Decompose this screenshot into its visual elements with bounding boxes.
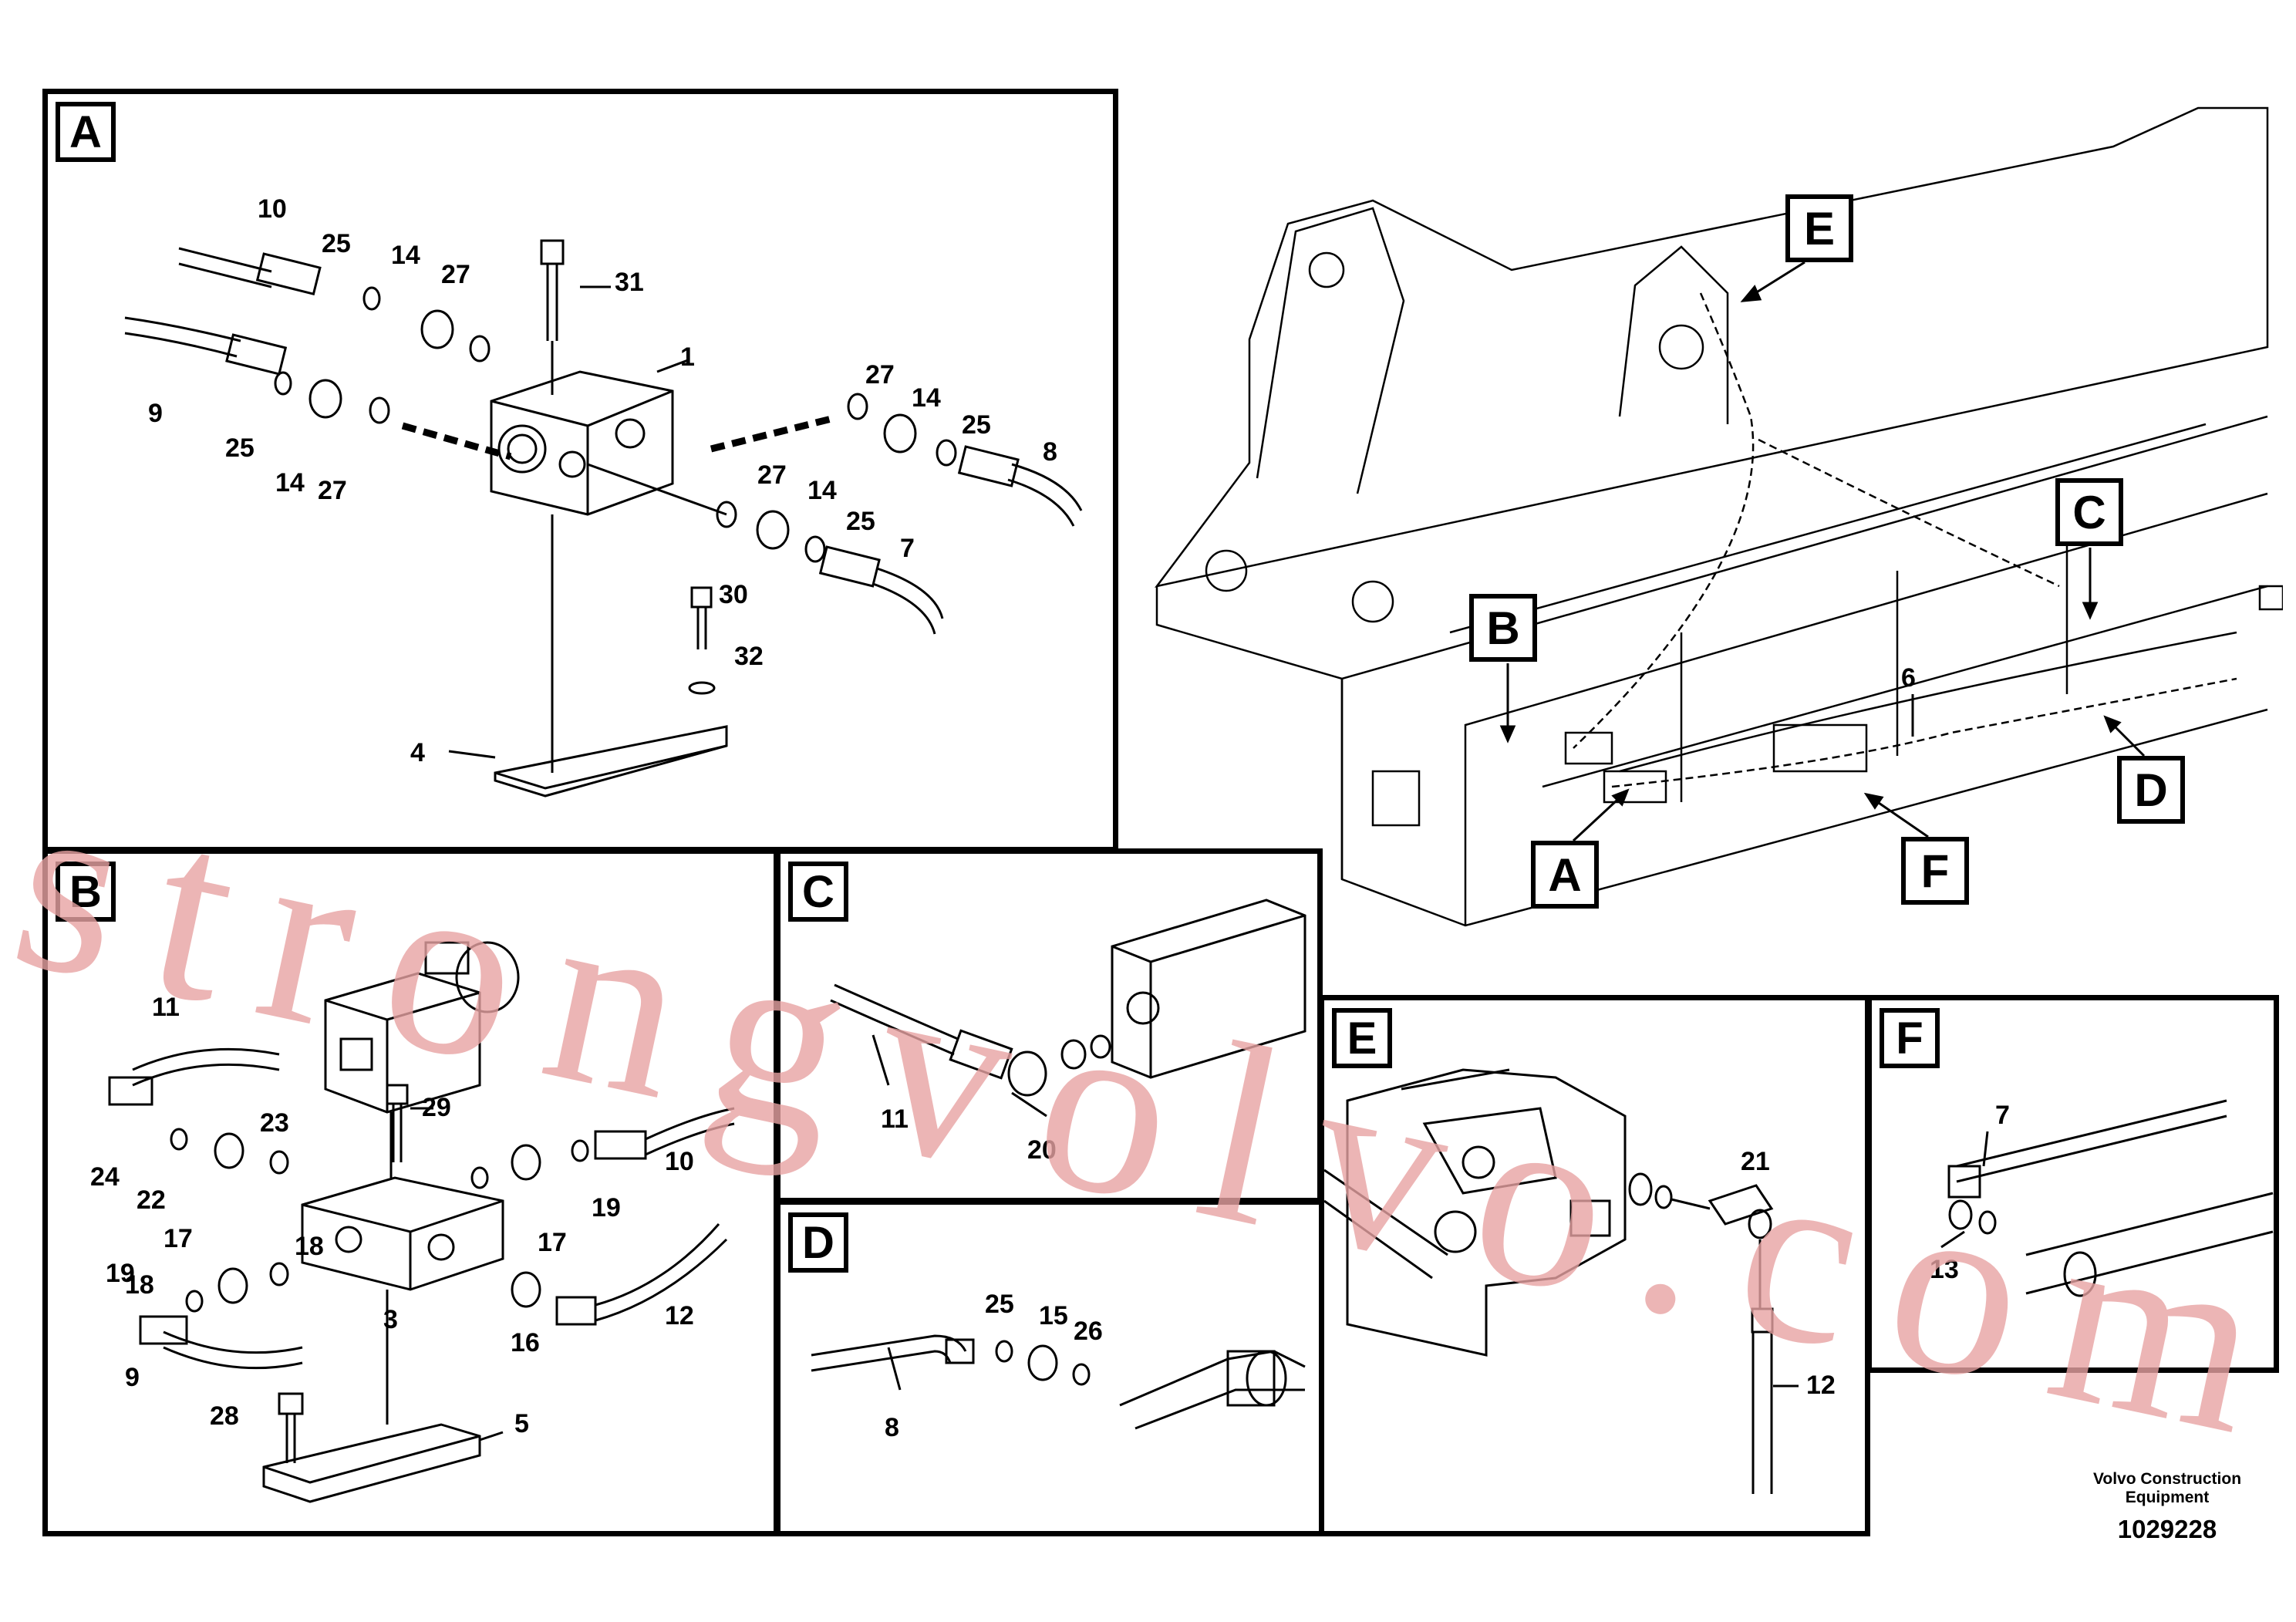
overview-callout-a: A — [1531, 841, 1599, 909]
detail-panel-b: B — [42, 848, 779, 1536]
panel-b-part-label: 23 — [260, 1108, 289, 1138]
panel-b-part-label: 9 — [125, 1363, 140, 1392]
panel-a-part-label: 14 — [912, 383, 941, 413]
panel-a-part-label: 31 — [615, 268, 644, 297]
panel-b-part-label: 3 — [383, 1305, 398, 1334]
panel-f-drawing: 7 13 — [1930, 1099, 2274, 1297]
detail-panel-c: C 11 20 — [775, 848, 1323, 1203]
panel-a-part-label: 27 — [865, 360, 895, 389]
panel-e-part-label: 21 — [1741, 1147, 1770, 1176]
detail-panel-a: A — [42, 89, 1118, 852]
panel-b-part-label: 22 — [137, 1185, 166, 1215]
panel-b-part-label: 17 — [538, 1228, 567, 1257]
panel-a-part-label: 4 — [410, 738, 425, 767]
overview-callout-d: D — [2117, 756, 2185, 824]
panel-b-part-label: 10 — [665, 1147, 694, 1176]
panel-letter-e: E — [1332, 1008, 1392, 1068]
panel-b-part-label: 18 — [125, 1270, 154, 1300]
panel-a-part-label: 1 — [680, 342, 695, 372]
panel-b-part-label: 18 — [295, 1232, 324, 1261]
panel-b-part-label: 12 — [665, 1301, 694, 1330]
panel-b-part-label: 19 — [106, 1259, 135, 1288]
panel-b-part-label: 16 — [511, 1328, 540, 1357]
panel-a-part-label: 25 — [322, 229, 351, 258]
panel-f-part-label: 13 — [1930, 1255, 1959, 1284]
overview-callout-f: F — [1901, 837, 1969, 905]
panel-letter-d: D — [788, 1212, 848, 1273]
panel-b-part-label: 24 — [90, 1162, 120, 1192]
panel-b-part-label: 28 — [210, 1401, 239, 1431]
panel-letter-c: C — [788, 862, 848, 922]
panel-a-part-label: 27 — [318, 476, 347, 505]
panel-d-part-label: 25 — [985, 1290, 1014, 1319]
panel-d-part-label: 8 — [885, 1413, 899, 1442]
panel-d-part-label: 26 — [1074, 1317, 1103, 1346]
panel-a-part-label: 25 — [225, 433, 255, 463]
detail-panel-e: E 21 12 — [1319, 995, 1870, 1536]
overview-frame-drawing — [1154, 106, 2283, 927]
document-number: 1029228 — [2117, 1515, 2217, 1543]
panel-a-part-label: 25 — [962, 410, 991, 440]
panel-a-part-label: 30 — [719, 580, 748, 609]
panel-c-drawing: 11 20 — [830, 899, 1306, 1165]
overview-callout-e: E — [1785, 194, 1853, 262]
panel-a-part-label: 14 — [391, 241, 420, 270]
overview-callout-c: C — [2055, 478, 2123, 546]
overview-label-6: 6 — [1901, 663, 1916, 693]
panel-a-part-label: 27 — [757, 460, 787, 490]
panel-b-part-label: 19 — [592, 1193, 621, 1222]
panel-a-part-label: 27 — [441, 260, 470, 289]
panel-f-part-label: 7 — [1995, 1101, 2010, 1130]
detail-panel-f: F 7 13 — [1866, 995, 2279, 1373]
panel-letter-b: B — [56, 862, 116, 922]
panel-e-part-label: 12 — [1806, 1371, 1836, 1400]
panel-a-part-label: 14 — [807, 476, 837, 505]
panel-b-part-label: 5 — [514, 1409, 529, 1438]
panel-letter-f: F — [1880, 1008, 1940, 1068]
panel-e-drawing: 21 12 — [1324, 1068, 1836, 1494]
panel-a-part-label: 32 — [734, 642, 764, 671]
panel-a-part-label: 7 — [900, 534, 915, 563]
panel-a-part-label: 14 — [275, 468, 305, 497]
panel-b-part-label: 29 — [422, 1093, 451, 1122]
panel-b-part-label: 17 — [164, 1224, 193, 1253]
overview-callout-b: B — [1469, 594, 1537, 662]
panel-a-part-label: 10 — [258, 194, 287, 224]
panel-d-part-label: 15 — [1039, 1301, 1068, 1330]
panel-b-part-label: 11 — [152, 993, 180, 1022]
panel-c-part-label: 11 — [881, 1104, 909, 1134]
panel-a-part-label: 25 — [846, 507, 875, 536]
brand-text: Volvo Construction Equipment — [2092, 1470, 2242, 1506]
panel-a-part-label: 8 — [1043, 437, 1057, 467]
panel-a-drawing: 10 25 14 27 31 1 9 25 14 27 27 14 25 8 27 14 25 7 30 32 4 — [124, 194, 1083, 798]
panel-c-part-label: 20 — [1027, 1135, 1057, 1165]
panel-letter-a: A — [56, 102, 116, 162]
panel-a-part-label: 9 — [148, 399, 163, 428]
